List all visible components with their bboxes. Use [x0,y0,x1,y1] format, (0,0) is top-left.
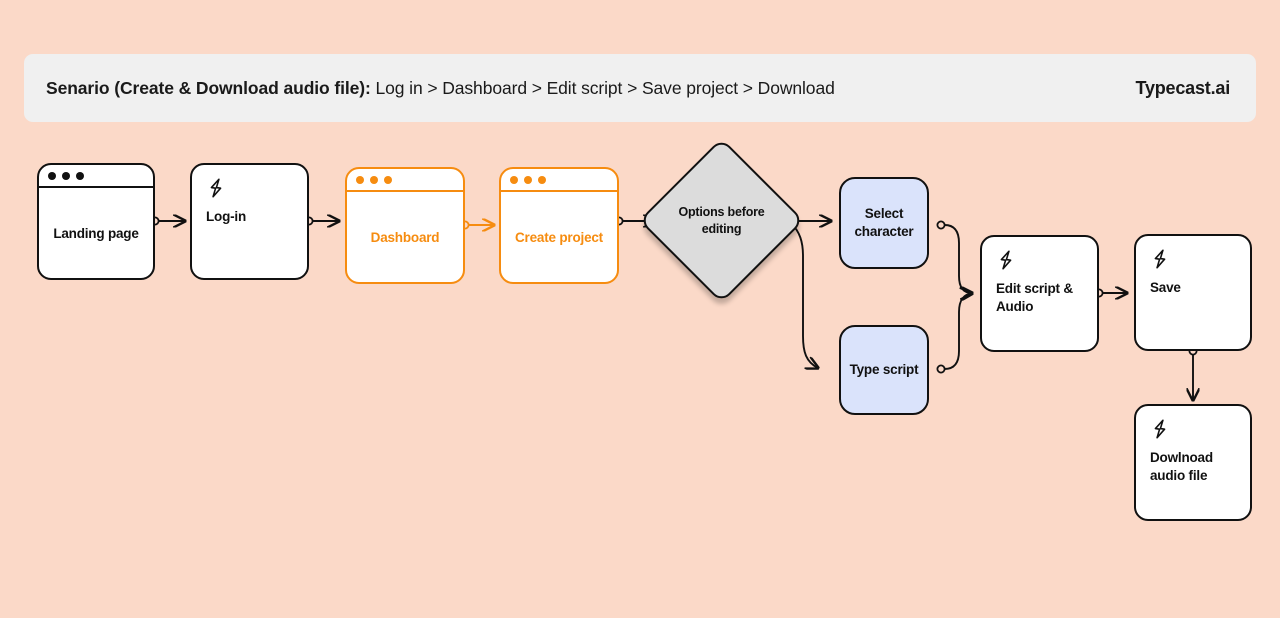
edge-login-to-dashboard [304,217,339,224]
node-select-character[interactable]: Select character [839,177,929,269]
window-dot-icon [538,175,546,184]
node-label: Dowlnoad audio file [1150,450,1213,483]
node-dashboard[interactable]: Dashboard [345,167,465,284]
window-dot-icon [76,171,84,180]
window-dot-icon [510,175,518,184]
edge-type-script-to-edit-script [936,294,972,374]
lightning-bolt-icon [210,178,222,198]
edge-options-to-type-script [790,222,818,368]
node-label: Save [1150,280,1181,295]
node-log-in[interactable]: Log-in [190,163,309,280]
node-label: Landing page [53,225,139,241]
window-body: Dashboard [347,192,463,282]
edge-edit-script-to-save [1094,289,1127,296]
window-titlebar [347,169,463,192]
window-titlebar [39,165,153,188]
window-titlebar [501,169,617,192]
node-edit-script-audio[interactable]: Edit script & Audio [980,235,1099,352]
scenario-path: Log in > Dashboard > Edit script > Save … [370,77,835,98]
node-label: Dashboard [370,229,440,245]
window-dot-icon [356,175,364,184]
edge-dashboard-to-create-project [460,221,494,228]
header-bar: Senario (Create & Download audio file): … [24,54,1256,122]
window-body: Create project [501,192,617,282]
window-dot-icon [370,175,378,184]
brand-logo: Typecast.ai [1135,77,1230,98]
edge-landing-to-login [150,217,185,224]
scenario-breadcrumb: Senario (Create & Download audio file): … [46,78,835,99]
node-label: Edit script & Audio [996,281,1073,314]
node-label: Create project [515,229,603,245]
edge-select-character-to-edit-script [936,220,972,293]
window-dot-icon [62,171,70,180]
node-download-audio-file[interactable]: Dowlnoad audio file [1134,404,1252,521]
window-body: Landing page [39,188,153,278]
window-dot-icon [384,175,392,184]
node-save[interactable]: Save [1134,234,1252,351]
scenario-label: Senario (Create & Download audio file): [46,77,371,98]
node-create-project[interactable]: Create project [499,167,619,284]
lightning-bolt-icon [1000,250,1012,270]
node-label: Log-in [206,209,247,224]
node-type-script[interactable]: Type script [839,325,929,415]
lightning-bolt-icon [1154,249,1166,269]
node-label: Select character [854,205,914,239]
window-dot-icon [48,171,56,180]
node-label: Type script [849,361,919,377]
node-label: Options before editing [678,205,765,236]
node-landing-page[interactable]: Landing page [37,163,155,280]
edge-save-to-download [1189,346,1196,400]
lightning-bolt-icon [1154,419,1166,439]
node-options-before-editing[interactable]: Options before editing [638,137,805,304]
window-dot-icon [524,175,532,184]
